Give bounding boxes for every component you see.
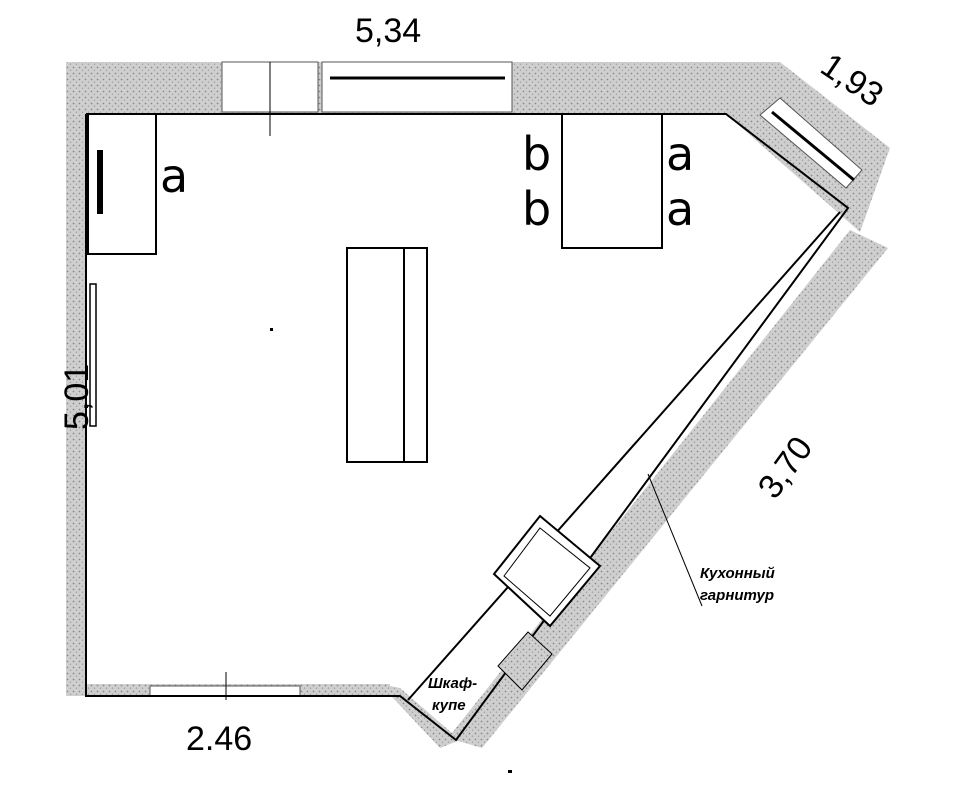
wardrobe-label-line1: Шкаф- <box>428 675 477 692</box>
sofa-body <box>346 247 428 463</box>
sofa <box>346 247 428 463</box>
kitchen-sink-inner <box>503 527 591 617</box>
corner-window-sash <box>771 110 855 182</box>
kitchen-label-line1: Кухонный <box>700 565 775 582</box>
dimension-top-wall: 5,34 <box>355 12 421 50</box>
kitchen-label-leader <box>647 473 703 607</box>
desk <box>87 113 157 255</box>
windows <box>149 61 863 700</box>
walls <box>66 62 890 748</box>
dining-table <box>561 113 663 249</box>
kitchen-label-line2: гарнитур <box>700 587 774 604</box>
left-wall-door <box>89 283 97 427</box>
kitchen-sink <box>492 514 602 628</box>
bottom-window <box>149 685 301 697</box>
desk-top <box>87 113 157 255</box>
dimension-left-wall: 5,01 <box>58 364 96 430</box>
kitchen-unit <box>407 211 841 701</box>
left-wall <box>66 110 86 694</box>
bottom-marker <box>508 770 512 773</box>
dimension-bottom-wall: 2.46 <box>186 720 252 758</box>
kitchen-appliance <box>497 631 553 691</box>
desk-chair-symbol: a <box>160 149 188 203</box>
dining-chair-right-top: a <box>666 127 694 181</box>
diagonal-wall <box>448 230 888 748</box>
room-outline <box>85 113 850 742</box>
desk-monitor <box>97 150 103 214</box>
center-marker <box>270 328 273 331</box>
wardrobe-label-line2: купе <box>432 697 466 714</box>
top-window-right <box>321 61 513 113</box>
dining-chair-left-top: b <box>522 127 551 181</box>
dining-chair-left-bottom: b <box>522 182 551 236</box>
dimension-diagonal-wall: 3,70 <box>751 430 821 506</box>
dining-chair-right-bottom: a <box>666 182 694 236</box>
kitchen-counter-edge <box>407 211 841 701</box>
bottom-corner-wall <box>380 684 460 748</box>
